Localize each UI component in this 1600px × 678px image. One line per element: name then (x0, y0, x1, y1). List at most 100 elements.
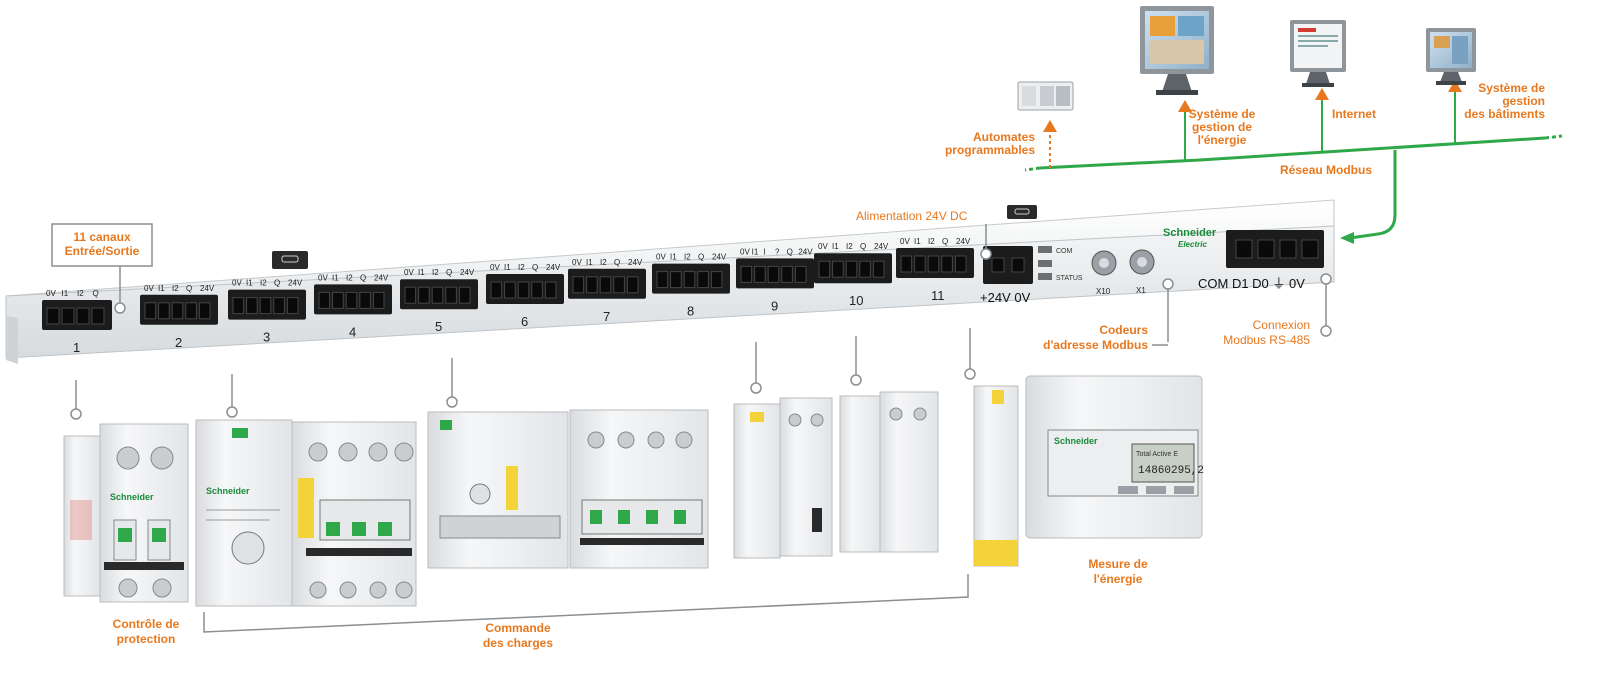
pin-label: 0V (318, 273, 328, 282)
pin-label: I1 (418, 268, 425, 277)
pin-label: Q (860, 242, 866, 251)
meter-screen-header: Total Active E (1136, 451, 1178, 458)
pin-label: Q (787, 247, 793, 256)
pin-label: I2 (172, 284, 179, 293)
meter-reading: 14860295,2 (1138, 465, 1204, 477)
pin-label: 0V (818, 242, 828, 251)
pin-label: I2 (260, 279, 267, 288)
pin-label: 0V (740, 247, 750, 256)
pin-label: I2 (928, 237, 935, 246)
pin-label: I1 (246, 279, 253, 288)
pin-label: I2 (684, 253, 691, 262)
impulse-relays (733, 391, 939, 559)
power-terminal-label: +24V 0V (980, 290, 1031, 305)
power-connector: +24V 0V (980, 246, 1033, 305)
load-control-bracket (203, 574, 969, 633)
internet-monitor-icon (1290, 20, 1346, 87)
pin-label: I1 (504, 263, 511, 272)
internet-label: Internet (1332, 107, 1376, 121)
power-supply-label: Alimentation 24V DC (856, 209, 968, 223)
meter-button-1[interactable] (1118, 486, 1138, 494)
pin-label: I1 (752, 247, 759, 256)
com-led-label: COM (1056, 248, 1073, 255)
meter-button-2[interactable] (1146, 486, 1166, 494)
pin-label: Q (614, 258, 620, 267)
status-led-label: STATUS (1056, 275, 1083, 282)
pin-label: 0V (232, 279, 242, 288)
channel-number: 10 (849, 293, 863, 308)
svg-text:Schneider: Schneider (1054, 436, 1098, 446)
channel-number: 9 (771, 298, 778, 313)
x10-label: X10 (1096, 287, 1111, 296)
pin-label: 24V (200, 284, 215, 293)
channel-number: 8 (687, 304, 694, 319)
channel-number: 11 (931, 288, 945, 303)
schneider-logo: Schneider Electric (1163, 227, 1217, 249)
pin-label: 24V (546, 263, 561, 272)
plc-device (1017, 81, 1074, 111)
meter-button-3[interactable] (1174, 486, 1194, 494)
pin-label: 24V (874, 242, 889, 251)
pin-label: Q (942, 237, 948, 246)
pin-label: Q (274, 279, 280, 288)
pin-label: I1 (158, 284, 165, 293)
pin-label: 0V (46, 289, 56, 298)
pin-label: Q (532, 263, 538, 272)
pin-label: 24V (628, 258, 643, 267)
channel-3: 0V I1 I2 Q 24V 3 (228, 279, 306, 345)
pin-label: 24V (956, 237, 971, 246)
pin-label: I2 (346, 273, 353, 282)
pin-label: I1 (62, 289, 69, 298)
pin-label: 24V (288, 279, 303, 288)
pin-label: I1 (586, 258, 593, 267)
pin-label: I2 (600, 258, 607, 267)
channel-number: 6 (521, 314, 528, 329)
rs485-terminal-label: COM D1 D0 ⏚ 0V (1198, 276, 1305, 291)
modbus-network (1024, 80, 1563, 244)
meter-display (1131, 443, 1195, 483)
channel-number: 2 (175, 335, 182, 350)
pin-label: Q (93, 289, 99, 298)
pin-label: Q (446, 268, 452, 277)
motorised-breaker (427, 409, 709, 569)
x1-label: X1 (1136, 286, 1146, 295)
device-leader-lines (70, 328, 976, 420)
pin-label: Q (698, 253, 704, 262)
pin-label: 24V (460, 268, 475, 277)
pin-label: 0V (404, 268, 414, 277)
pin-label: Q (360, 273, 366, 282)
pin-label: I2 (432, 268, 439, 277)
pin-label: I1 (832, 242, 839, 251)
energy-monitor-icon (1140, 6, 1214, 95)
pin-label: I1 (332, 273, 339, 282)
pin-label: 0V (656, 253, 666, 262)
top-port-icon (1007, 205, 1037, 219)
channel-number: 3 (263, 330, 270, 345)
pin-label: I (763, 247, 765, 256)
pin-label: 24V (712, 253, 727, 262)
modbus-network-label: Réseau Modbus (1280, 163, 1372, 177)
pin-label: ? (775, 247, 780, 256)
svg-text:Electric: Electric (1178, 240, 1207, 249)
pin-label: I1 (914, 237, 921, 246)
pin-label: Q (186, 284, 192, 293)
